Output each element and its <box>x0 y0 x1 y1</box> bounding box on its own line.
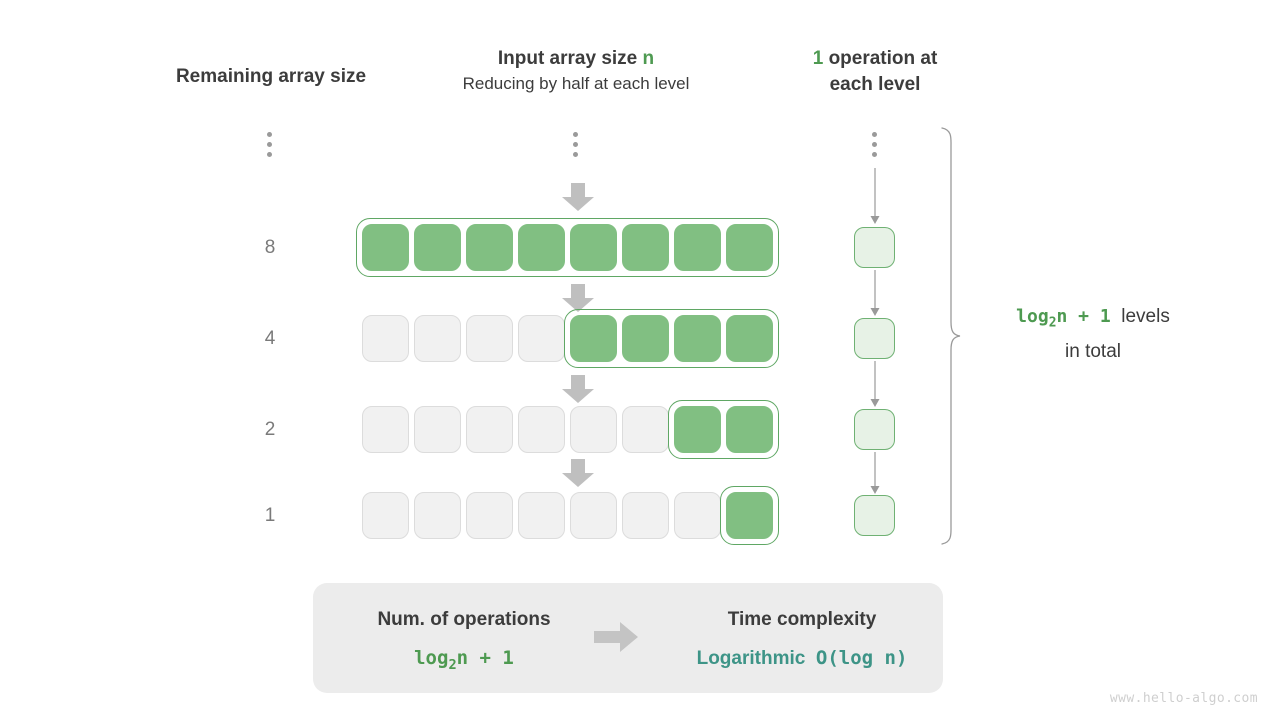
header-right-line2: each level <box>829 74 921 95</box>
array-cell-active <box>726 315 773 362</box>
levels-total-formula: log2n + 1 <box>1016 306 1111 331</box>
array-cell-inactive <box>570 406 617 453</box>
dot <box>872 152 877 157</box>
array-cell-active <box>362 224 409 271</box>
array-cell-active <box>466 224 513 271</box>
array-cell-inactive <box>622 492 669 539</box>
header-left-title: Remaining array size <box>175 66 367 87</box>
header-middle-title: Input array size n <box>390 46 762 72</box>
dot <box>872 142 877 147</box>
array-cell-inactive <box>362 315 409 362</box>
array-cell-inactive <box>414 406 461 453</box>
dot <box>573 132 578 137</box>
array-row <box>362 492 773 539</box>
levels-total-label: levels <box>1121 306 1170 327</box>
array-cell-inactive <box>414 492 461 539</box>
dot <box>267 132 272 137</box>
array-cell-inactive <box>466 315 513 362</box>
levels-brace <box>938 126 964 546</box>
operation-box <box>854 409 895 450</box>
right-arrow-icon <box>592 620 640 654</box>
array-cell-inactive <box>466 406 513 453</box>
array-cell-inactive <box>518 492 565 539</box>
ellipsis-dots-left <box>267 132 272 157</box>
operation-box <box>854 318 895 359</box>
summary-left: Num. of operations log2n + 1 <box>319 607 609 678</box>
operation-box <box>854 495 895 536</box>
header-right: 1 operation at each level <box>780 46 970 98</box>
array-cell-inactive <box>674 492 721 539</box>
header-middle-subtitle: Reducing by half at each level <box>462 74 690 93</box>
dot <box>573 142 578 147</box>
array-cell-active <box>622 315 669 362</box>
array-cell-inactive <box>414 315 461 362</box>
array-cell-active <box>726 492 773 539</box>
down-arrow-icon <box>561 283 595 313</box>
array-cell-active <box>726 406 773 453</box>
down-arrow-icon <box>561 458 595 488</box>
dot <box>267 142 272 147</box>
levels-total-note: log2n + 1 levels in total <box>978 303 1208 366</box>
array-row <box>362 224 773 271</box>
header-right-line1: 1 operation at <box>780 46 970 72</box>
array-cell-active <box>570 315 617 362</box>
dot <box>573 152 578 157</box>
summary-left-formula: log2n + 1 <box>414 647 514 673</box>
operation-box <box>854 227 895 268</box>
watermark: www.hello-algo.com <box>1109 691 1258 706</box>
array-cell-inactive <box>622 406 669 453</box>
summary-right-value: Logarithmic O(log n) <box>657 645 947 672</box>
levels-total-line1: log2n + 1 levels <box>978 303 1208 338</box>
operation-connector-arrow-icon <box>870 361 888 407</box>
row-size-label: 8 <box>264 237 276 258</box>
header-right-accent-1: 1 <box>812 48 824 69</box>
summary-left-title: Num. of operations <box>377 609 551 630</box>
array-cell-inactive <box>362 406 409 453</box>
array-cell-inactive <box>570 492 617 539</box>
array-cell-active <box>674 406 721 453</box>
header-right-line1-text: operation at <box>828 48 938 69</box>
ellipsis-dots-middle <box>573 132 578 157</box>
down-arrow-icon <box>561 182 595 212</box>
array-cell-inactive <box>518 406 565 453</box>
operation-connector-arrow-icon <box>870 452 888 494</box>
header-middle-accent-n: n <box>642 48 655 69</box>
row-size-label: 1 <box>264 505 276 526</box>
array-cell-active <box>414 224 461 271</box>
summary-complexity-word: Logarithmic <box>696 648 806 669</box>
operation-connector-arrow-icon <box>870 270 888 316</box>
down-arrow-icon <box>561 374 595 404</box>
row-size-label: 4 <box>264 328 276 349</box>
array-cell-inactive <box>466 492 513 539</box>
array-cell-active <box>622 224 669 271</box>
array-cell-active <box>674 315 721 362</box>
summary-right-title: Time complexity <box>727 609 877 630</box>
dot <box>267 152 272 157</box>
summary-bigo: O(log n) <box>815 647 908 669</box>
array-row <box>362 315 773 362</box>
array-cell-inactive <box>518 315 565 362</box>
array-cell-active <box>518 224 565 271</box>
row-size-label: 2 <box>264 419 276 440</box>
array-cell-active <box>570 224 617 271</box>
operation-connector-arrow-icon <box>870 168 888 224</box>
header-middle: Input array size n Reducing by half at e… <box>390 46 762 96</box>
levels-total-line2: in total <box>1065 340 1121 362</box>
header-middle-title-text: Input array size <box>497 48 638 69</box>
dot <box>872 132 877 137</box>
array-cell-active <box>674 224 721 271</box>
array-cell-active <box>726 224 773 271</box>
summary-right: Time complexity Logarithmic O(log n) <box>657 607 947 672</box>
ellipsis-dots-right <box>872 132 877 157</box>
header-left: Remaining array size <box>156 64 386 90</box>
array-cell-inactive <box>362 492 409 539</box>
array-row <box>362 406 773 453</box>
